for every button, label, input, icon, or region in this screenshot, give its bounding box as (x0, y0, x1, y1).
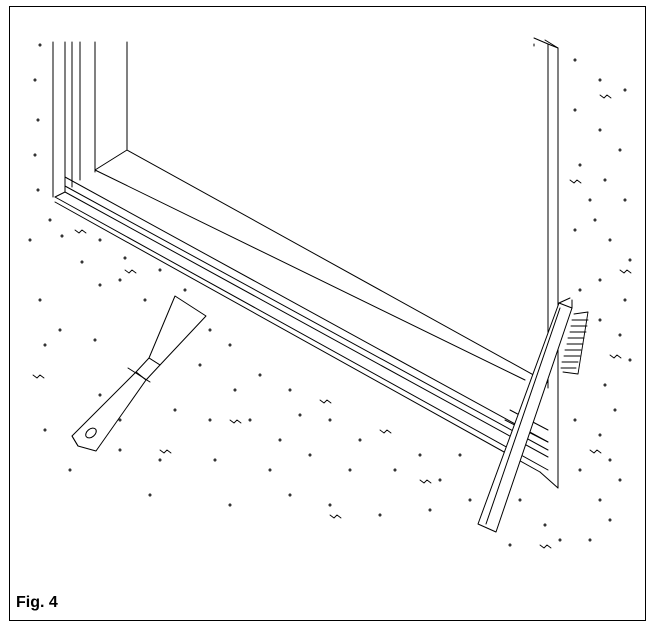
putty-knife (71, 295, 207, 452)
stucco-texture (28, 43, 632, 549)
figure-caption: Fig. 4 (16, 594, 58, 611)
wire-brush (477, 297, 589, 533)
window-sill (54, 149, 559, 489)
figure-frame (9, 6, 646, 621)
